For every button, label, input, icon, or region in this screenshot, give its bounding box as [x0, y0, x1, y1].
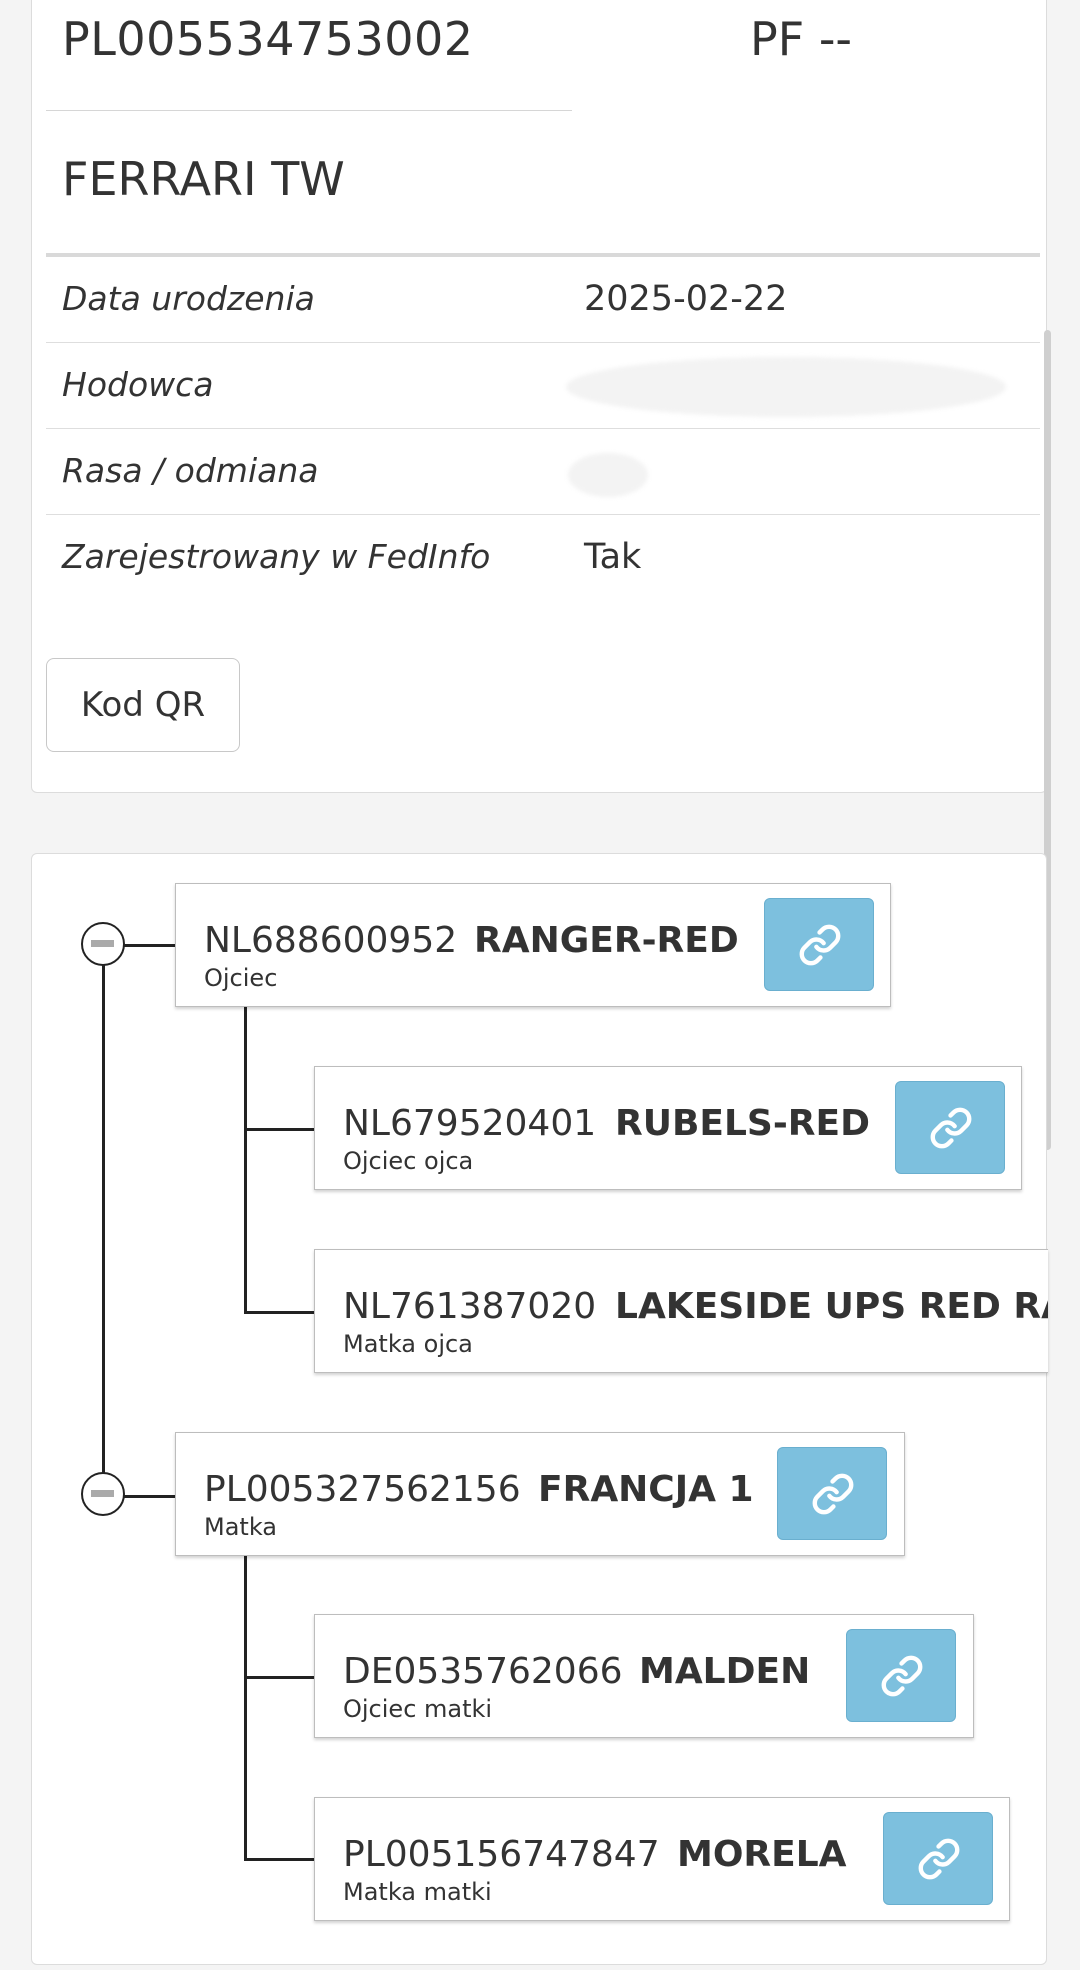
mothers-mother-link-button[interactable] — [883, 1812, 993, 1905]
node-role: Ojciec matki — [343, 1695, 493, 1723]
tree-line — [124, 944, 176, 947]
pedigree-node-father: NL688600952 RANGER-RED Ojciec — [175, 883, 891, 1007]
node-id: NL761387020 — [343, 1286, 597, 1327]
fedinfo-label: Zarejestrowany w FedInfo — [62, 537, 491, 576]
node-role: Ojciec — [204, 964, 278, 992]
divider — [46, 110, 572, 111]
breeder-label: Hodowca — [62, 365, 214, 404]
node-role: Ojciec ojca — [343, 1147, 474, 1175]
tree-line — [244, 1858, 314, 1861]
pedigree-node-mothers-father: DE0535762066 MALDEN Ojciec matki — [314, 1614, 974, 1738]
info-row-birth-date: Data urodzenia 2025-02-22 — [46, 257, 1040, 343]
node-name: MALDEN — [639, 1651, 811, 1692]
mother-link-button[interactable] — [777, 1447, 887, 1540]
breed-label: Rasa / odmiana — [62, 451, 319, 490]
qr-code-button[interactable]: Kod QR — [46, 658, 240, 752]
info-row-breeder: Hodowca — [46, 343, 1040, 429]
pedigree-node-mothers-mother: PL005156747847 MORELA Matka matki — [314, 1797, 1010, 1921]
father-link-button[interactable] — [764, 898, 874, 991]
node-role: Matka matki — [343, 1878, 492, 1906]
tree-line — [244, 1555, 247, 1859]
link-icon — [812, 1473, 854, 1515]
animal-name: FERRARI TW — [62, 152, 345, 206]
node-name: RANGER-RED — [474, 920, 739, 961]
pedigree-node-fathers-father: NL679520401 RUBELS-RED Ojciec ojca — [314, 1066, 1022, 1190]
pedigree-node-mother: PL005327562156 FRANCJA 1 Matka — [175, 1432, 905, 1556]
scrollbar[interactable] — [1044, 330, 1051, 1150]
link-icon — [918, 1838, 960, 1880]
birth-date-value: 2025-02-22 — [584, 279, 788, 319]
tree-line — [124, 1495, 176, 1498]
node-id: DE0535762066 — [343, 1651, 623, 1692]
node-id: NL679520401 — [343, 1103, 597, 1144]
node-name: RUBELS-RED — [615, 1103, 870, 1144]
tree-line — [244, 1007, 247, 1312]
fathers-father-link-button[interactable] — [895, 1081, 1005, 1174]
tree-line — [244, 1128, 314, 1131]
tree-line — [102, 945, 105, 1495]
collapse-mother-button minus-circle-icon[interactable] — [81, 1472, 125, 1516]
link-icon — [881, 1655, 923, 1697]
tree-line — [244, 1311, 314, 1314]
divider — [46, 253, 1040, 257]
node-name: MORELA — [677, 1834, 847, 1875]
link-icon — [799, 924, 841, 966]
pf-label: PF -- — [750, 12, 853, 66]
info-row-fedinfo: Zarejestrowany w FedInfo Tak — [46, 515, 1040, 601]
node-role: Matka — [204, 1513, 278, 1541]
info-row-breed: Rasa / odmiana — [46, 429, 1040, 515]
redacted-breed-value — [568, 453, 648, 497]
pedigree-card — [31, 853, 1047, 1965]
animal-id-number: PL005534753002 — [62, 12, 474, 66]
fedinfo-value: Tak — [584, 537, 642, 577]
node-name: FRANCJA 1 — [538, 1469, 754, 1510]
collapse-father-button minus-circle-icon[interactable] — [81, 922, 125, 966]
mothers-father-link-button[interactable] — [846, 1629, 956, 1722]
link-icon — [930, 1107, 972, 1149]
redacted-breeder-value — [566, 357, 1006, 417]
node-id: NL688600952 — [204, 920, 458, 961]
node-id: PL005156747847 — [343, 1834, 660, 1875]
info-table: Data urodzenia 2025-02-22 Hodowca Rasa /… — [46, 257, 1040, 601]
node-id: PL005327562156 — [204, 1469, 521, 1510]
node-name: LAKESIDE UPS RED RANG — [615, 1286, 1048, 1327]
node-role: Matka ojca — [343, 1330, 473, 1358]
birth-date-label: Data urodzenia — [62, 279, 315, 318]
pedigree-node-fathers-mother: NL761387020 LAKESIDE UPS RED RANG Matka … — [314, 1249, 1048, 1373]
tree-line — [244, 1676, 314, 1679]
